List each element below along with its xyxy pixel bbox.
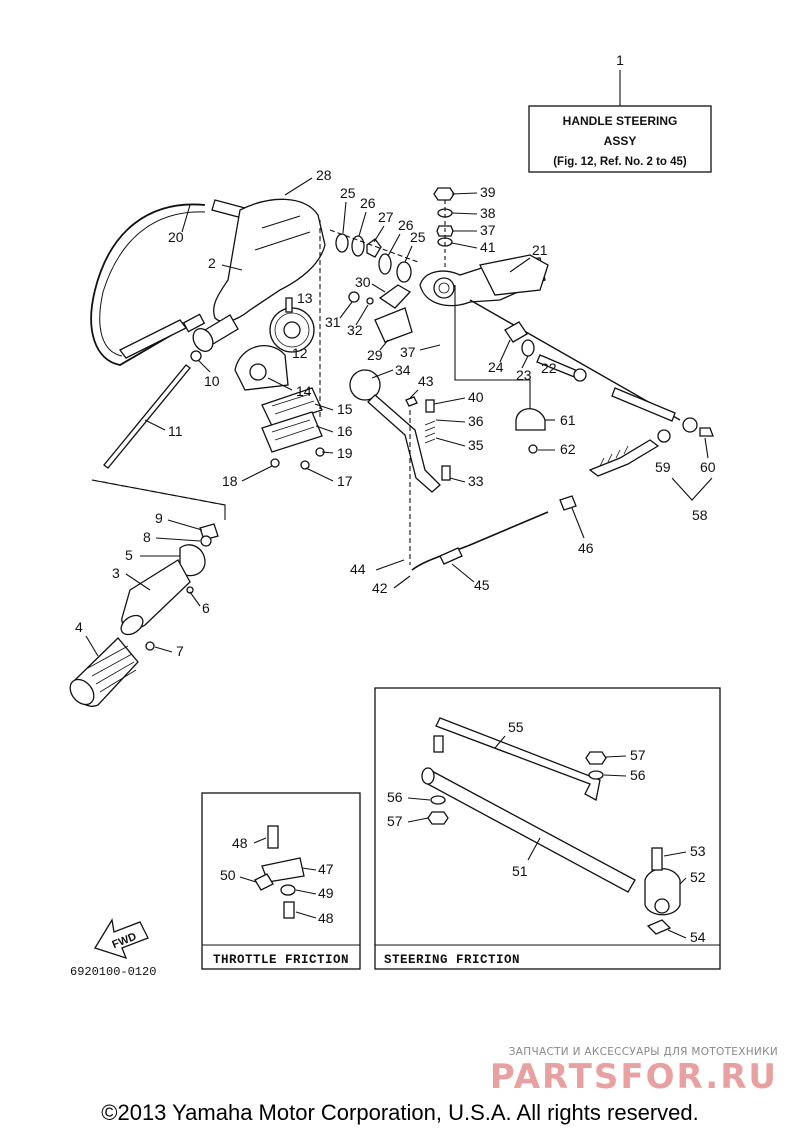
callout-15: 15 xyxy=(337,401,353,417)
callout-37-bottom: 37 xyxy=(400,344,416,360)
callout-30: 30 xyxy=(355,274,371,290)
watermark-brand: PARTSFOR.RU xyxy=(490,1057,778,1097)
throttle-friction-panel: THROTTLE FRICTION 48 47 50 49 48 xyxy=(201,792,361,970)
callout-14: 14 xyxy=(296,383,312,399)
handle-steering-body xyxy=(90,198,326,469)
callout-38: 38 xyxy=(480,205,496,221)
callout-17: 17 xyxy=(337,473,353,489)
watermark-tagline: ЗАПЧАСТИ И АКСЕССУАРЫ ДЛЯ МОТОТЕХНИКИ xyxy=(509,1046,778,1058)
callout-2: 2 xyxy=(208,255,216,271)
callout-39: 39 xyxy=(480,184,496,200)
callout-3: 3 xyxy=(112,565,120,581)
callout-29: 29 xyxy=(367,347,383,363)
watermark: ЗАПЧАСТИ И АКСЕССУАРЫ ДЛЯ МОТОТЕХНИКИ PA… xyxy=(490,1046,778,1097)
callout-25-top: 25 xyxy=(340,185,356,201)
callout-52: 52 xyxy=(690,869,706,885)
washer-stack xyxy=(329,229,419,343)
callout-10: 10 xyxy=(204,373,220,389)
callout-56-bottom: 56 xyxy=(387,789,403,805)
callout-37-top: 37 xyxy=(480,222,496,238)
callout-53: 53 xyxy=(690,843,706,859)
callout-44: 44 xyxy=(350,561,366,577)
callout-47: 47 xyxy=(318,861,334,877)
callout-50: 50 xyxy=(220,867,236,883)
callout-22: 22 xyxy=(541,360,557,376)
callout-40: 40 xyxy=(468,389,484,405)
header-title: HANDLE STEERING xyxy=(563,114,678,128)
callout-42: 42 xyxy=(372,580,388,596)
callout-41: 41 xyxy=(480,239,496,255)
drawing-code: 6920100-0120 xyxy=(70,965,156,979)
callouts-lever: 34 43 40 36 35 33 44 42 45 46 xyxy=(350,362,594,596)
callout-9: 9 xyxy=(155,510,163,526)
callout-48-bottom: 48 xyxy=(318,910,334,926)
callout-6: 6 xyxy=(202,600,210,616)
callout-12: 12 xyxy=(292,345,308,361)
steering-friction-title: STEERING FRICTION xyxy=(384,953,520,967)
callout-25-bottom: 25 xyxy=(410,229,426,245)
callout-59: 59 xyxy=(655,459,671,475)
callout-18: 18 xyxy=(222,473,238,489)
callout-1: 1 xyxy=(616,52,624,68)
lever-group xyxy=(349,369,577,571)
callout-13: 13 xyxy=(297,290,313,306)
callout-7: 7 xyxy=(176,643,184,659)
callout-8: 8 xyxy=(143,529,151,545)
header-reference: (Fig. 12, Ref. No. 2 to 45) xyxy=(553,156,687,168)
throttle-friction-title: THROTTLE FRICTION xyxy=(213,953,349,967)
callout-61: 61 xyxy=(560,412,576,428)
callout-43: 43 xyxy=(418,373,434,389)
callouts-grip: 9 8 5 3 6 4 7 xyxy=(75,510,210,659)
callout-48-top: 48 xyxy=(232,835,248,851)
callout-49: 49 xyxy=(318,885,334,901)
callout-31: 31 xyxy=(325,314,341,330)
callout-5: 5 xyxy=(125,547,133,563)
assembly-header: 1 HANDLE STEERING ASSY (Fig. 12, Ref. No… xyxy=(528,52,712,173)
callouts-friction: 13 12 14 15 16 19 17 18 xyxy=(222,290,353,489)
callout-54: 54 xyxy=(690,929,706,945)
callout-57-bottom: 57 xyxy=(387,813,403,829)
callout-27: 27 xyxy=(378,209,394,225)
callout-62: 62 xyxy=(560,441,576,457)
callouts-bracket: 39 38 37 41 21 37 24 23 22 61 62 59 60 5… xyxy=(400,184,716,523)
callout-45: 45 xyxy=(474,577,490,593)
callout-34: 34 xyxy=(395,362,411,378)
steering-friction-panel: STEERING FRICTION 55 57 56 56 57 51 53 5… xyxy=(374,687,721,970)
callout-16: 16 xyxy=(337,423,353,439)
callout-26-bottom: 26 xyxy=(398,217,414,233)
grip-assembly xyxy=(69,479,226,707)
callout-35: 35 xyxy=(468,437,484,453)
callout-23: 23 xyxy=(516,367,532,383)
callout-51: 51 xyxy=(512,863,528,879)
callout-58: 58 xyxy=(692,507,708,523)
callout-32: 32 xyxy=(347,322,363,338)
friction-gear-group xyxy=(234,220,325,470)
bracket-assembly xyxy=(419,187,714,477)
callout-36: 36 xyxy=(468,413,484,429)
callout-60: 60 xyxy=(700,459,716,475)
callout-26-top: 26 xyxy=(360,195,376,211)
callout-20: 20 xyxy=(168,229,184,245)
callout-24: 24 xyxy=(488,359,504,375)
callout-19: 19 xyxy=(337,445,353,461)
fwd-arrow: FWD xyxy=(94,918,149,960)
callout-21: 21 xyxy=(532,242,548,258)
callout-46: 46 xyxy=(578,540,594,556)
callout-33: 33 xyxy=(468,473,484,489)
callouts-washers: 25 26 27 26 25 30 31 32 29 xyxy=(325,185,426,363)
header-subtitle: ASSY xyxy=(604,134,637,148)
callout-11: 11 xyxy=(168,423,183,439)
callout-55: 55 xyxy=(508,719,524,735)
callout-28: 28 xyxy=(316,167,332,183)
callouts-handle: 28 20 2 10 11 xyxy=(144,167,332,439)
callout-4: 4 xyxy=(75,619,83,635)
callout-57-top: 57 xyxy=(630,747,646,763)
callout-56-top: 56 xyxy=(630,767,646,783)
copyright-notice: ©2013 Yamaha Motor Corporation, U.S.A. A… xyxy=(101,1100,699,1125)
